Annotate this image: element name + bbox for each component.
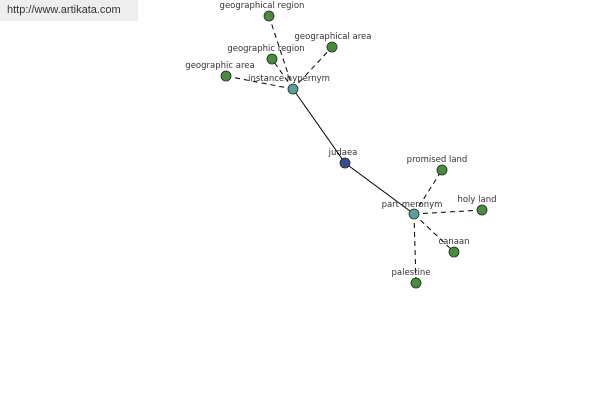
leaf-geographic-area-label: geographic area bbox=[185, 61, 254, 71]
leaf-geographical-region-node[interactable] bbox=[263, 10, 275, 22]
leaf-palestine-label: palestine bbox=[392, 268, 431, 278]
edge-instance-hypernym-geographic-region bbox=[271, 58, 294, 90]
leaf-promised-land-node[interactable] bbox=[436, 164, 448, 176]
graph-edges bbox=[225, 15, 483, 284]
edge-judaea-instance-hypernym bbox=[292, 88, 346, 164]
leaf-geographical-area-node[interactable] bbox=[326, 41, 338, 53]
relation-instance-hypernym-node[interactable] bbox=[287, 83, 299, 95]
edge-part-meronym-palestine bbox=[413, 213, 417, 284]
edge-part-meronym-holy-land bbox=[413, 209, 483, 215]
edge-judaea-part-meronym bbox=[344, 162, 415, 215]
root-judaea-label: judaea bbox=[328, 148, 358, 158]
edge-part-meronym-canaan bbox=[413, 213, 455, 253]
relation-instance-hypernym-label: instance hypernym bbox=[248, 74, 330, 84]
root-judaea-node[interactable] bbox=[339, 157, 351, 169]
relation-part-meronym-node[interactable] bbox=[408, 208, 420, 220]
leaf-geographic-region-label: geographic region bbox=[227, 44, 304, 54]
edge-instance-hypernym-geographical-area bbox=[292, 46, 333, 90]
edge-instance-hypernym-geographical-region bbox=[268, 15, 294, 90]
relation-part-meronym-label: part meronym bbox=[382, 200, 443, 210]
leaf-geographical-area-label: geographical area bbox=[295, 32, 372, 42]
leaf-promised-land-label: promised land bbox=[407, 155, 468, 165]
leaf-geographic-area-node[interactable] bbox=[220, 70, 232, 82]
edge-instance-hypernym-geographic-area bbox=[225, 75, 294, 90]
leaf-holy-land-node[interactable] bbox=[476, 204, 488, 216]
leaf-canaan-label: canaan bbox=[438, 237, 469, 247]
watermark-url: http://www.artikata.com bbox=[0, 0, 138, 21]
leaf-palestine-node[interactable] bbox=[410, 277, 422, 289]
graph-nodes bbox=[220, 10, 488, 289]
leaf-canaan-node[interactable] bbox=[448, 246, 460, 258]
leaf-geographic-region-node[interactable] bbox=[266, 53, 278, 65]
leaf-holy-land-label: holy land bbox=[457, 195, 496, 205]
leaf-geographical-region-label: geographical region bbox=[220, 1, 305, 11]
graph-labels: judaea instance hypernym part meronym geogr… bbox=[185, 1, 496, 278]
